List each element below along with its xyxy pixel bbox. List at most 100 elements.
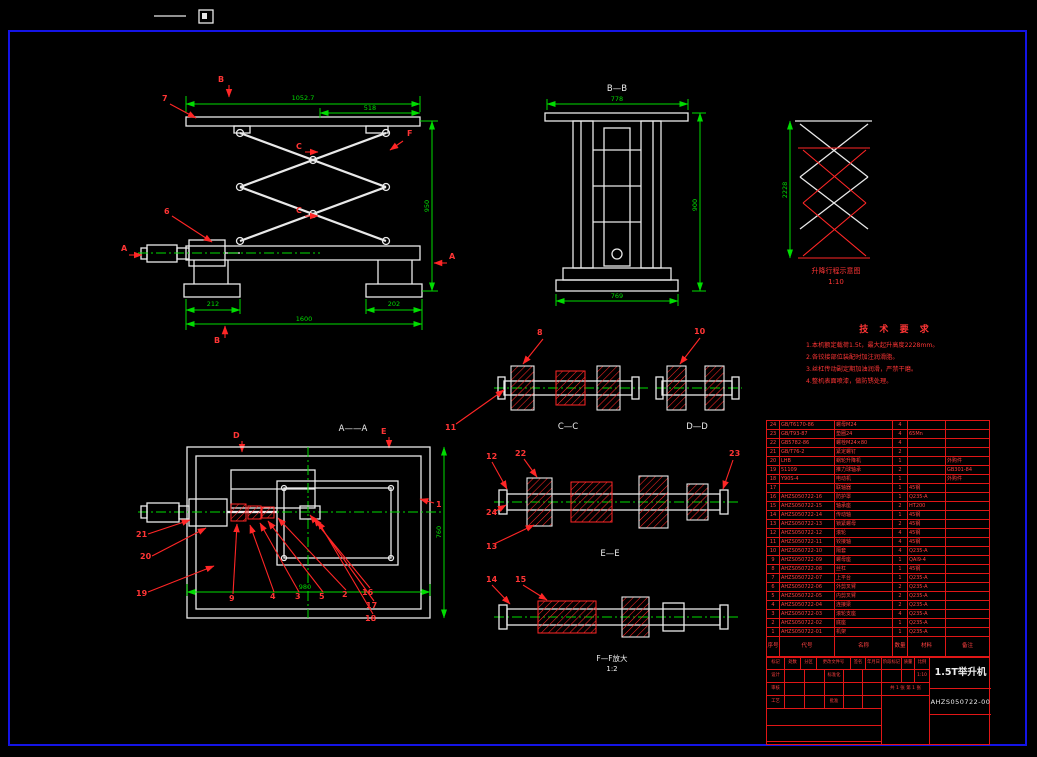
- side-dim-right: 900: [691, 199, 699, 211]
- bom-row[interactable]: 1 AHZS050722-01 机架 1 Q235-A: [767, 628, 989, 637]
- bom-row[interactable]: 19 51109 推力球轴承 2 GB301-84: [767, 466, 989, 475]
- bom-row[interactable]: 9 AHZS050722-09 螺母座 1 QAl9-4: [767, 556, 989, 565]
- tech-note-line: 3.丝杠传动副定期加油润滑，严禁干磨。: [806, 366, 918, 373]
- callout-10: 10: [694, 327, 706, 336]
- bom-rows: 24 GB/T6170-86 螺母M24 4 23 GB/T93-87 垫圈24…: [767, 421, 989, 637]
- bom-cell-no: 17: [767, 484, 780, 492]
- bom-cell-name: 丝杠: [835, 565, 893, 573]
- side-dim-bottom: 769: [611, 292, 623, 300]
- bom-cell-qty: 1: [893, 574, 908, 582]
- bom-cell-material: 45钢: [908, 538, 946, 546]
- bom-cell-code: AHZS050722-06: [780, 583, 835, 591]
- bom-cell-material: Q235-A: [908, 592, 946, 600]
- bom-row[interactable]: 23 GB/T93-87 垫圈24 4 65Mn: [767, 430, 989, 439]
- bom-row[interactable]: 8 AHZS050722-08 丝杠 1 45钢: [767, 565, 989, 574]
- bom-cell-name: 蜗轮升降机: [835, 457, 893, 465]
- callout-19: 19: [136, 589, 148, 598]
- schematic-dim: 2228: [781, 182, 789, 199]
- bom-cell-material: Q235-A: [908, 493, 946, 501]
- toolbar-remnant[interactable]: [154, 9, 214, 24]
- bom-row[interactable]: 16 AHZS050722-16 防护罩 1 Q235-A: [767, 493, 989, 502]
- bom-cell-qty: 1: [893, 565, 908, 573]
- callout-4: 4: [270, 592, 276, 601]
- top-dim-right: 760: [435, 526, 443, 538]
- bom-cell-qty: 1: [893, 619, 908, 627]
- bom-cell-remark: GB301-84: [947, 467, 973, 473]
- bom-header-cell: 备注: [961, 643, 973, 649]
- bom-row[interactable]: 6 AHZS050722-06 外剪叉臂 2 Q235-A: [767, 583, 989, 592]
- tech-notes: 技 术 要 求 1.本机额定载荷1.5t，最大起升高度2228mm。2.各铰接部…: [806, 322, 986, 388]
- bom-cell-remark: [946, 502, 989, 510]
- toolbar-icon[interactable]: [198, 9, 214, 24]
- bom-cell-remark: [946, 547, 989, 555]
- bom-cell-qty: 4: [893, 547, 908, 555]
- side-view[interactable]: B—B 778 769 900: [544, 84, 706, 306]
- section-mark-c-lower: C: [296, 206, 302, 215]
- bom-cell-name: 电动机: [835, 475, 893, 483]
- bom-cell-name: 铰接轴: [835, 538, 893, 546]
- bom-row[interactable]: 14 AHZS050722-14 传动轴 1 45钢: [767, 511, 989, 520]
- bom-cell-qty: 1: [893, 484, 908, 492]
- bom-cell-remark: [946, 628, 989, 636]
- section-mark-f: F: [407, 129, 412, 138]
- bom-cell-qty: 1: [893, 493, 908, 501]
- tech-notes-lines: 1.本机额定载荷1.5t，最大起升高度2228mm。2.各铰接部位装配时加注润滑…: [806, 340, 986, 388]
- bom-table: 24 GB/T6170-86 螺母M24 4 23 GB/T93-87 垫圈24…: [766, 420, 990, 658]
- bom-row[interactable]: 4 AHZS050722-04 连接梁 2 Q235-A: [767, 601, 989, 610]
- bom-cell-material: [908, 457, 946, 465]
- side-view-label: B—B: [607, 84, 627, 94]
- section-cc[interactable]: C—C 8 11: [445, 328, 648, 432]
- bom-row[interactable]: 21 GB/T76-2 紧定螺钉 2: [767, 448, 989, 457]
- bom-row[interactable]: 20 LHB 蜗轮升降机 1 外购件: [767, 457, 989, 466]
- bom-cell-qty: 2: [893, 520, 908, 528]
- bom-cell-remark: [946, 619, 989, 627]
- bom-row[interactable]: 7 AHZS050722-07 上平台 1 Q235-A: [767, 574, 989, 583]
- bom-row[interactable]: 13 AHZS050722-13 锁紧螺母 2 45钢: [767, 520, 989, 529]
- callout-23: 23: [729, 449, 740, 458]
- bom-cell-no: 13: [767, 520, 780, 528]
- bom-cell-code: AHZS050722-14: [780, 511, 835, 519]
- bom-cell-remark: 外购件: [947, 458, 963, 464]
- bom-cell-remark: [946, 601, 989, 609]
- bom-row[interactable]: 15 AHZS050722-15 轴承座 2 HT200: [767, 502, 989, 511]
- detail-ff[interactable]: F—F放大 1:2 14 15: [486, 575, 738, 673]
- stroke-schematic[interactable]: 2228 升降行程示意图 1:10: [781, 120, 872, 286]
- bom-cell-name: 螺母M24: [835, 421, 893, 429]
- front-annotations: B F C C A A B 7 6: [121, 75, 456, 345]
- title-block-sign-area: 标记处数分区更改文件号签名年月日 设计 标准化 审核 工艺 批准: [767, 657, 882, 744]
- sheet-total: 共 1 张: [890, 686, 905, 691]
- bom-cell-material: Q235-A: [908, 610, 946, 618]
- tech-note-line: 4.整机表面喷漆，做防锈处理。: [806, 378, 893, 385]
- callout-9: 9: [229, 594, 235, 603]
- bom-row[interactable]: 3 AHZS050722-03 滚轮支座 4 Q235-A: [767, 610, 989, 619]
- section-ee[interactable]: E—E 12 22 23 24 13: [486, 449, 740, 559]
- bom-cell-name: 机架: [835, 628, 893, 636]
- callout-6: 6: [164, 207, 170, 216]
- weight-label: 质量: [902, 657, 915, 669]
- section-cc-label: C—C: [558, 422, 578, 432]
- bom-row[interactable]: 22 GB5782-86 螺栓M24×80 4: [767, 439, 989, 448]
- bom-cell-code: AHZS050722-11: [780, 538, 835, 546]
- bom-cell-remark: [946, 610, 989, 618]
- bom-row[interactable]: 17 联轴器 1 45钢: [767, 484, 989, 493]
- section-ee-label: E—E: [600, 549, 619, 559]
- front-view[interactable]: 1052.7 518 950 212 202 1600: [121, 75, 456, 345]
- bom-row[interactable]: 10 AHZS050722-10 隔套 4 Q235-A: [767, 547, 989, 556]
- bom-row[interactable]: 11 AHZS050722-11 铰接轴 4 45钢: [767, 538, 989, 547]
- revision-header-cell: 分区: [801, 657, 817, 669]
- bom-row[interactable]: 24 GB/T6170-86 螺母M24 4: [767, 421, 989, 430]
- bom-cell-no: 24: [767, 421, 780, 429]
- revision-header-cell: 标记: [767, 657, 785, 669]
- bom-row[interactable]: 2 AHZS050722-02 底座 1 Q235-A: [767, 619, 989, 628]
- bom-cell-name: 底座: [835, 619, 893, 627]
- section-dd[interactable]: D—D 10: [655, 327, 742, 432]
- bom-cell-material: 65Mn: [908, 430, 946, 438]
- bom-cell-no: 2: [767, 619, 780, 627]
- bom-row[interactable]: 12 AHZS050722-12 滚轮 4 45钢: [767, 529, 989, 538]
- bom-row[interactable]: 18 Y90S-4 电动机 1 外购件: [767, 475, 989, 484]
- bom-row[interactable]: 5 AHZS050722-05 内剪叉臂 2 Q235-A: [767, 592, 989, 601]
- design-label: 设计: [767, 670, 785, 682]
- top-view[interactable]: A——A D E: [136, 424, 447, 623]
